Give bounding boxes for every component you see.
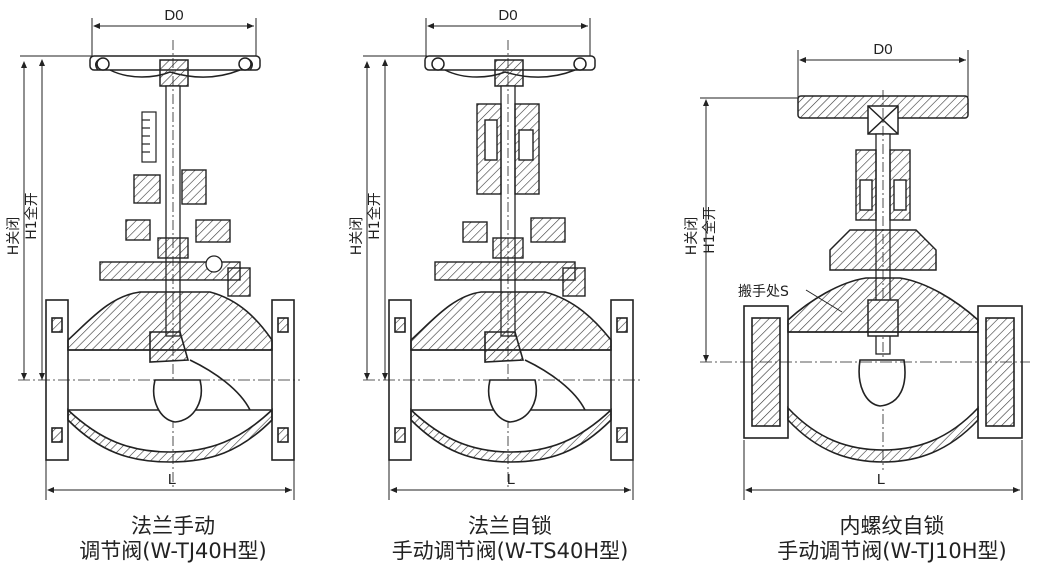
lock-housing <box>476 103 540 195</box>
length-dimension <box>45 460 295 500</box>
valve-body <box>45 291 295 463</box>
h1-open-label: H1全开 <box>23 192 40 239</box>
length-label: L <box>877 471 885 488</box>
handwheel <box>424 55 596 87</box>
valve-flanged-self-locking: D0 <box>349 7 641 500</box>
caption-flanged-self-locking: 法兰自锁 手动调节阀(W-TS40H型) <box>380 514 640 564</box>
length-label: L <box>168 471 176 488</box>
wrench-leader-line <box>805 289 843 313</box>
caption-line2: 调节阀(W-TJ40H型) <box>79 539 267 563</box>
bolt-icon <box>205 255 223 273</box>
valve-flanged-manual: D0 <box>6 7 300 500</box>
caption-line1: 法兰手动 <box>131 514 215 538</box>
h1-open-label: H1全开 <box>366 192 383 239</box>
height-dimensions <box>700 97 798 362</box>
caption-line2: 手动调节阀(W-TJ10H型) <box>777 539 1007 563</box>
valve-body <box>388 291 634 463</box>
bonnet-yoke <box>99 169 251 297</box>
height-dimensions <box>363 55 427 380</box>
d0-dimension <box>91 18 257 58</box>
d0-label: D0 <box>873 41 892 58</box>
length-label: L <box>507 471 515 488</box>
handwheel <box>89 55 261 87</box>
valve-threaded-self-locking: D0 <box>684 41 1030 500</box>
d0-label: D0 <box>498 7 517 24</box>
position-scale <box>141 111 157 163</box>
length-dimension <box>743 440 1023 500</box>
caption-line1: 法兰自锁 <box>468 514 552 538</box>
valve-body <box>743 277 1023 463</box>
lock-housing <box>855 149 911 221</box>
h-closed-label: H关闭 <box>684 217 700 256</box>
height-dimensions <box>20 55 92 380</box>
caption-threaded-self-locking: 内螺纹自锁 手动调节阀(W-TJ10H型) <box>752 514 1032 564</box>
length-dimension <box>388 460 634 500</box>
d0-dimension <box>797 50 969 100</box>
h1-open-label: H1全开 <box>701 206 718 253</box>
d0-dimension <box>425 18 591 58</box>
wrench-flat-label: 搬手处S <box>738 284 789 300</box>
caption-line2: 手动调节阀(W-TS40H型) <box>391 539 629 563</box>
h-closed-label: H关闭 <box>349 217 365 256</box>
h-closed-label: H关闭 <box>6 217 22 256</box>
caption-line1: 内螺纹自锁 <box>839 514 945 538</box>
caption-flanged-manual: 法兰手动 调节阀(W-TJ40H型) <box>58 514 288 564</box>
bonnet-yoke <box>434 217 586 297</box>
d0-label: D0 <box>164 7 183 24</box>
